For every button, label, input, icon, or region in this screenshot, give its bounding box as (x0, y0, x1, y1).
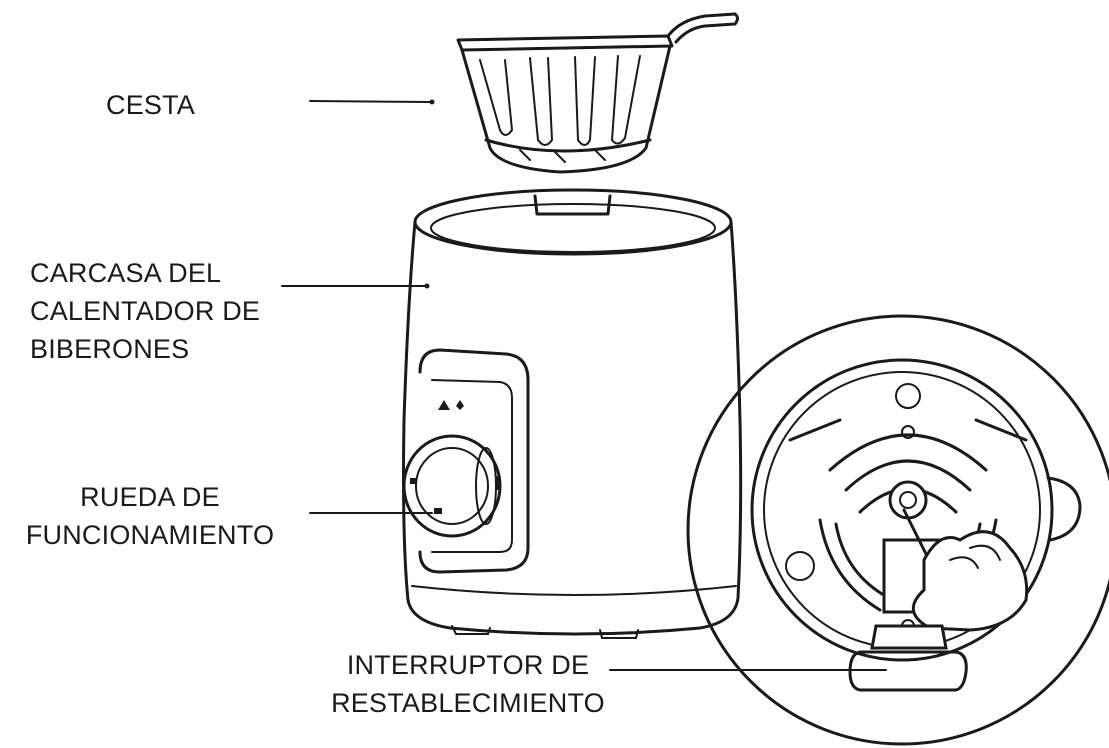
housing-illustration (404, 190, 741, 638)
label-basket-line-1: CESTA (106, 86, 195, 124)
label-reset-line-1: INTERRUPTOR DE (298, 646, 638, 684)
label-housing-line-2: CALENTADOR DE (30, 292, 260, 330)
label-housing-line-3: BIBERONES (30, 330, 260, 368)
label-wheel: RUEDA DE FUNCIONAMIENTO (0, 478, 300, 554)
leader-line-basket (310, 101, 430, 102)
label-wheel-line-2: FUNCIONAMIENTO (0, 516, 300, 554)
label-reset-line-2: RESTABLECIMIENTO (298, 684, 638, 722)
basket-illustration (458, 14, 738, 172)
leader-lines (282, 100, 886, 671)
label-wheel-line-1: RUEDA DE (0, 478, 300, 516)
label-reset: INTERRUPTOR DE RESTABLECIMIENTO (298, 646, 638, 722)
label-housing: CARCASA DEL CALENTADOR DE BIBERONES (30, 254, 260, 368)
bottom-view-detail (688, 316, 1109, 744)
label-housing-line-1: CARCASA DEL (30, 254, 260, 292)
leader-dot-basket (430, 100, 435, 105)
label-basket: CESTA (106, 86, 195, 124)
leader-dot-housing (425, 284, 430, 289)
